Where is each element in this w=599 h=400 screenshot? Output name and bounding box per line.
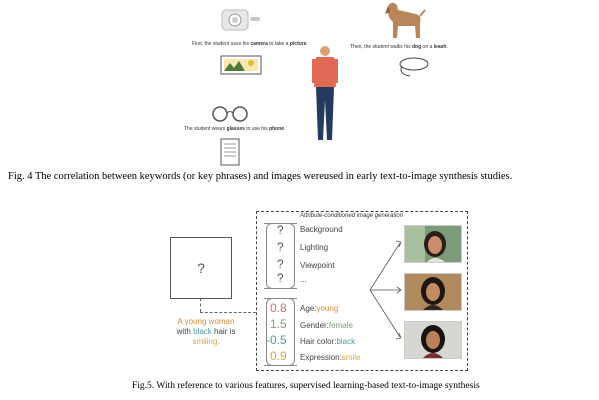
- text-description: A young woman with black hair is smiling…: [166, 317, 246, 347]
- figure-5: ? A young woman with black hair is smili…: [0, 205, 599, 375]
- sentence-text: .: [306, 41, 308, 47]
- keyword-camera: camera: [250, 41, 268, 47]
- unknown-label-background: Background: [300, 225, 343, 234]
- sentence-text: .: [446, 44, 448, 50]
- glasses-sentence: The student wears glasses to use his pho…: [184, 126, 285, 132]
- attribute-val: young: [316, 304, 339, 313]
- generation-box-title: Attribute-conditioned image generation: [300, 213, 404, 219]
- attribute-value-age: 0.8: [270, 301, 287, 315]
- dashed-connector: [200, 298, 201, 312]
- figure-4-caption: Fig. 4 The correlation between keywords …: [8, 171, 513, 182]
- desc-smiling: smiling.: [192, 337, 220, 346]
- glasses-icon: [212, 106, 248, 122]
- sentence-text: First, the student uses his: [192, 41, 251, 47]
- desc-black: black: [193, 327, 212, 336]
- generated-face-1: [404, 225, 462, 263]
- attribute-name: Gender:: [300, 321, 329, 330]
- dog-sentence: Then, the student walks his dog on a lea…: [350, 44, 448, 50]
- question-mark-icon: ?: [197, 260, 205, 276]
- keyword-leash: leash: [433, 44, 447, 50]
- attribute-value-gender: 1.5: [270, 317, 287, 331]
- dog-icon: [385, 2, 426, 39]
- figure-5-caption: Fig.5. With reference to various feature…: [132, 381, 480, 391]
- camera-sentence: First, the student uses his camera to ta…: [192, 41, 308, 47]
- unknown-label-viewpoint: Viewpoint: [300, 261, 335, 270]
- generated-face-3: [404, 321, 462, 359]
- attribute-val: black: [336, 337, 356, 346]
- unknown-row: ?: [277, 221, 284, 239]
- desc-hair: hair is: [211, 327, 236, 336]
- unknown-image-box: ?: [170, 237, 232, 299]
- student-figure: [312, 46, 338, 140]
- unknown-label-more: ...: [300, 275, 307, 284]
- attribute-hair-color: Hair color:black: [300, 337, 355, 346]
- attribute-value-hair: -0.5: [266, 333, 287, 347]
- attributes-bracket: [264, 298, 295, 366]
- keyword-picture: picture: [289, 41, 307, 47]
- sentence-text: on a: [421, 44, 434, 50]
- attribute-generation-box: [256, 211, 468, 371]
- attribute-age: Age:young: [300, 304, 338, 313]
- leash-icon: [399, 57, 429, 77]
- dashed-connector: [200, 312, 256, 313]
- question-mark: ?: [277, 223, 284, 237]
- sentence-text: The student wears: [184, 126, 227, 132]
- camera-icon: [221, 9, 260, 31]
- sentence-text: to use his: [244, 126, 270, 132]
- attribute-value-expression: 0.9: [270, 349, 287, 363]
- unknown-row: ?: [277, 255, 284, 273]
- desc-young: A young woman: [177, 317, 235, 326]
- sentence-text: to take a: [267, 41, 290, 47]
- unknown-row: ?: [277, 238, 284, 256]
- question-mark: ?: [277, 257, 284, 271]
- sentence-text: Then, the student walks his: [350, 44, 412, 50]
- output-arrows: [369, 240, 402, 340]
- desc-with: with: [176, 327, 194, 336]
- attribute-expression: Expression:smile: [300, 353, 360, 362]
- attribute-gender: Gender:female: [300, 321, 353, 330]
- unknown-row: ?: [277, 269, 284, 287]
- attribute-name: Expression:: [300, 353, 342, 362]
- picture-icon: [220, 55, 262, 75]
- unknowns-bracket: [264, 223, 295, 289]
- unknown-label-lighting: Lighting: [300, 243, 329, 252]
- generated-face-2: [404, 273, 462, 311]
- keyword-phone: phone: [269, 126, 285, 132]
- question-mark: ?: [277, 271, 284, 285]
- attribute-name: Hair color:: [300, 337, 337, 346]
- sentence-text: .: [284, 126, 286, 132]
- keyword-dog: dog: [411, 44, 422, 50]
- attribute-val: female: [328, 321, 353, 330]
- attribute-name: Age:: [300, 304, 317, 313]
- phone-icon: [220, 138, 240, 166]
- keyword-glasses: glasses: [226, 126, 245, 132]
- figure-4: First, the student uses his camera to ta…: [160, 0, 460, 170]
- question-mark: ?: [277, 240, 284, 254]
- attribute-val: smile: [341, 353, 361, 362]
